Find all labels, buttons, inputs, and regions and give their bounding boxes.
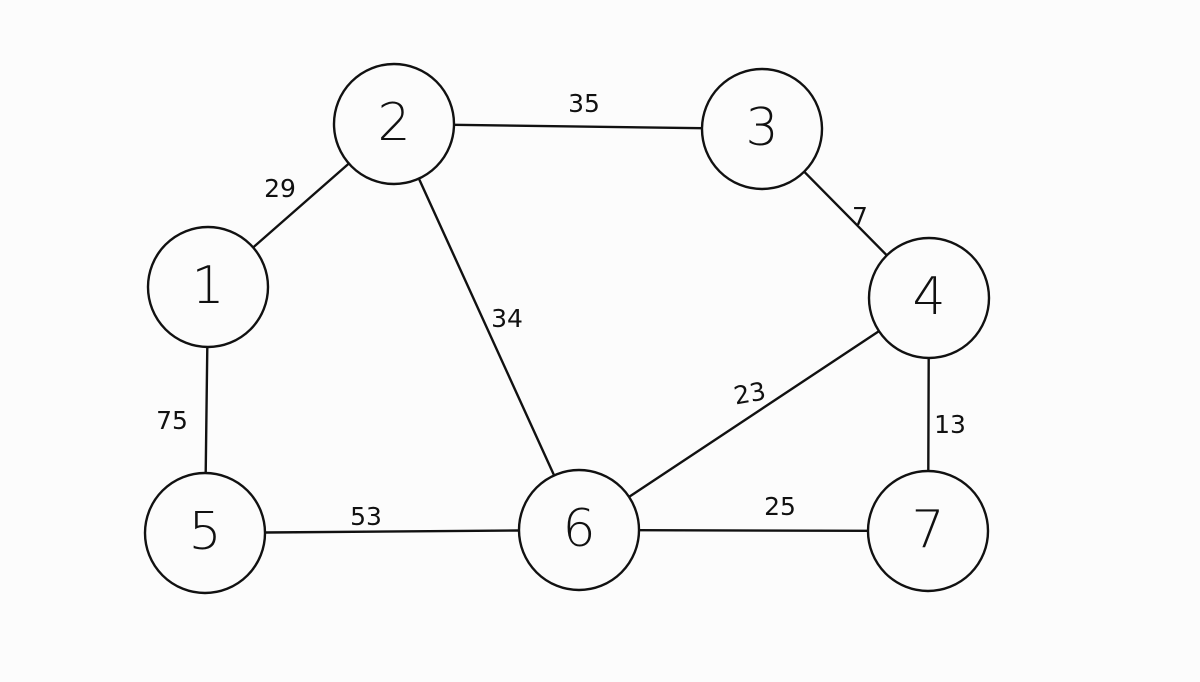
edge-6-7 xyxy=(637,529,870,532)
edge-weight-6-4: 23 xyxy=(732,376,768,410)
node-circle-4 xyxy=(867,236,991,360)
edge-3-4 xyxy=(803,170,888,257)
node-3: 3 xyxy=(700,67,824,191)
node-5: 5 xyxy=(143,471,267,595)
edge-weight-6-7: 25 xyxy=(764,492,796,521)
node-1: 1 xyxy=(146,225,270,349)
node-circle-2 xyxy=(332,62,456,186)
node-circle-5 xyxy=(143,471,267,595)
node-circle-3 xyxy=(700,67,824,191)
node-7: 7 xyxy=(866,469,990,593)
edge-weight-2-6: 34 xyxy=(491,304,523,333)
edge-2-3 xyxy=(452,123,704,130)
edge-6-4 xyxy=(627,329,881,499)
edge-weight-5-6: 53 xyxy=(350,502,382,531)
node-label-2: 2 xyxy=(377,93,410,153)
node-circle-1 xyxy=(146,225,270,349)
node-label-5: 5 xyxy=(188,502,221,562)
node-label-1: 1 xyxy=(191,256,224,316)
node-label-7: 7 xyxy=(911,500,944,560)
edge-layer xyxy=(204,123,930,534)
edge-weight-2-3: 35 xyxy=(568,89,600,118)
node-circle-7 xyxy=(866,469,990,593)
node-2: 2 xyxy=(332,62,456,186)
edge-1-2 xyxy=(251,162,351,249)
node-6: 6 xyxy=(517,468,641,592)
edge-weight-1-5: 75 xyxy=(156,406,188,435)
node-circle-6 xyxy=(517,468,641,592)
node-4: 4 xyxy=(867,236,991,360)
node-label-6: 6 xyxy=(562,499,595,559)
edge-weight-1-2: 29 xyxy=(264,174,296,203)
edge-1-5 xyxy=(204,345,209,475)
edge-weight-4-7: 13 xyxy=(934,410,966,439)
edge-weight-3-4: 7 xyxy=(852,202,868,231)
node-label-3: 3 xyxy=(745,98,778,158)
edge-5-6 xyxy=(263,529,521,534)
edge-2-6 xyxy=(417,177,556,477)
node-label-4: 4 xyxy=(912,267,945,327)
